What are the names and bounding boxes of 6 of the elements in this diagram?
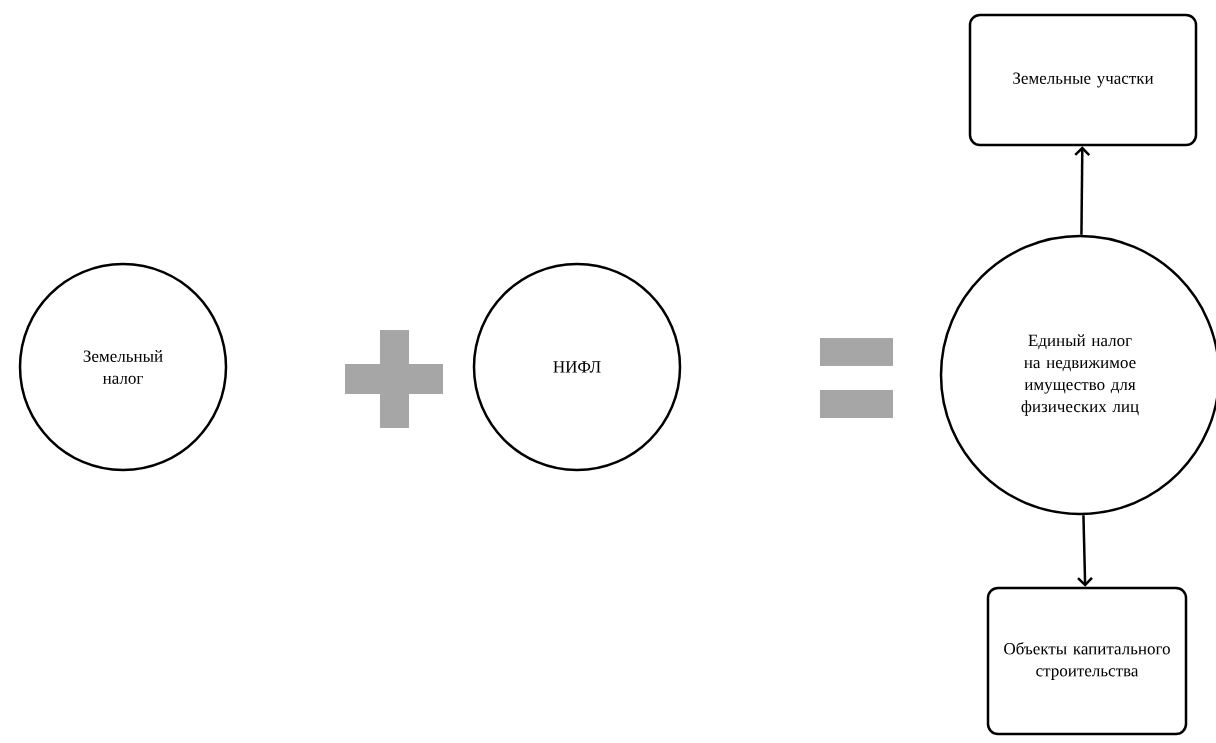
circle-node: Земельный налог <box>18 262 228 472</box>
rounded-box: Земельные участки <box>968 13 1198 147</box>
arrow <box>1074 146 1091 235</box>
rounded-box: Объекты капитального строительства <box>986 586 1188 736</box>
arrow <box>1077 515 1093 587</box>
circle-node: НИФЛ <box>472 262 682 472</box>
